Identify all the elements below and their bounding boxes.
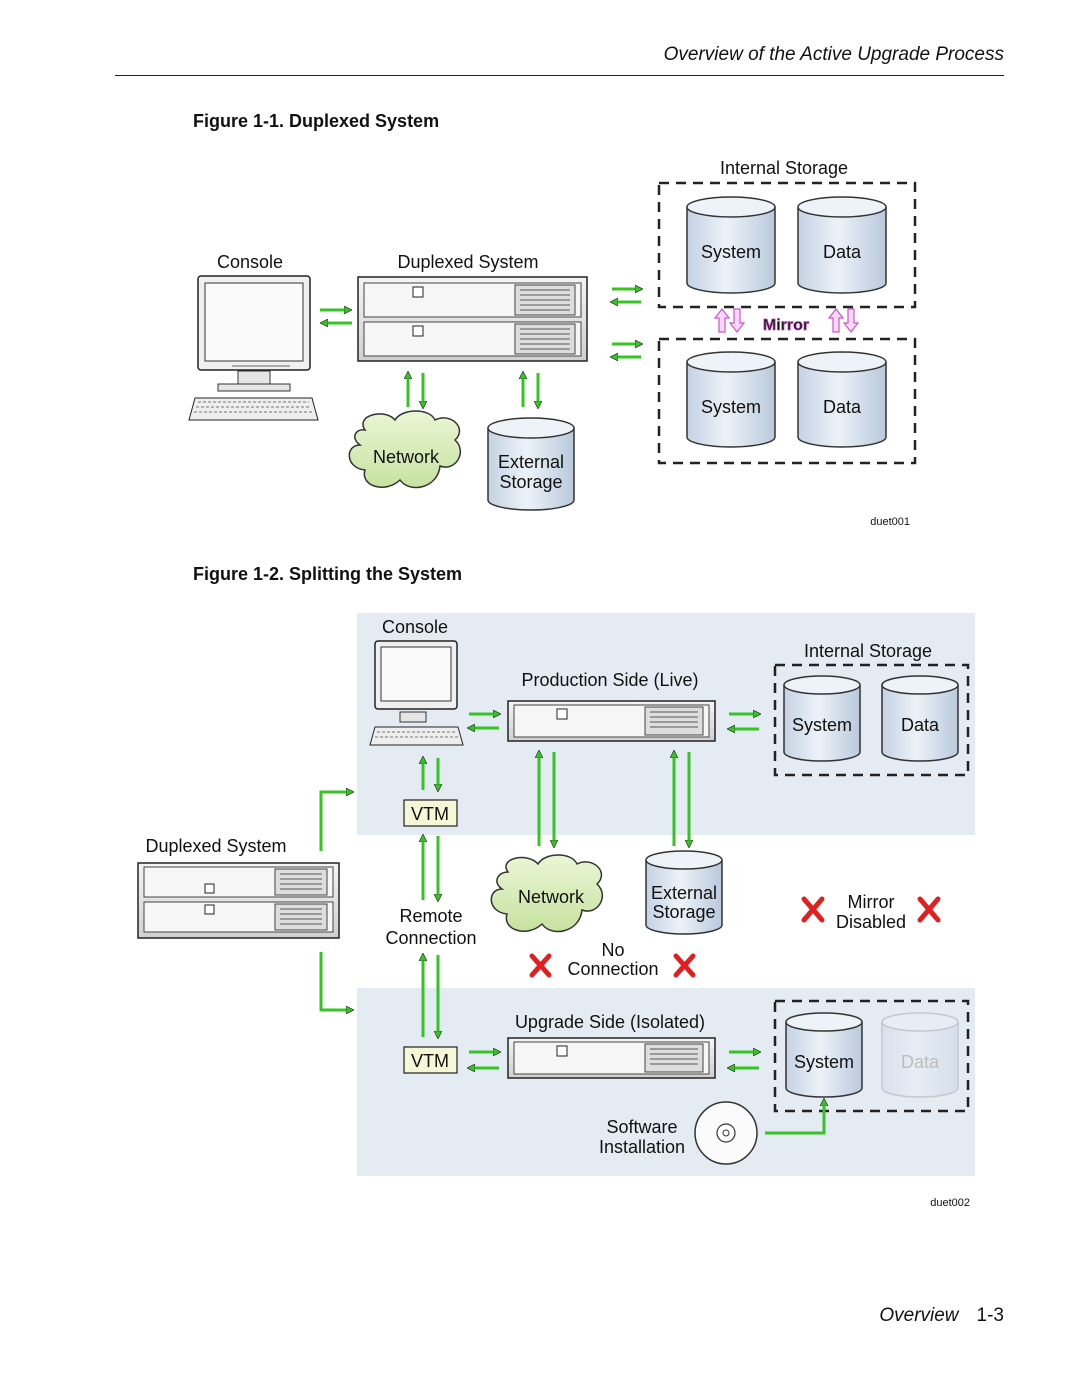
- no-label: No: [601, 940, 624, 960]
- disk-system-label-bottom-1: System: [701, 397, 761, 417]
- connection-label: Connection: [385, 928, 476, 948]
- figure-2-caption: Figure 1-2. Splitting the System: [193, 564, 463, 584]
- cross-icon-connection-left: [529, 953, 552, 978]
- disk-system-top-1: [686, 196, 776, 294]
- console-label-1: Console: [217, 252, 283, 272]
- arrows-console-system-1: [320, 310, 352, 323]
- disk-data-label-bottom-1: Data: [823, 397, 862, 417]
- disk-data-upgrade-faded: [881, 1012, 959, 1098]
- upgrade-panel: [357, 988, 975, 1176]
- upgrade-side-label: Upgrade Side (Isolated): [515, 1012, 705, 1032]
- cd-disc-icon: [694, 1101, 758, 1165]
- vtm-label-top: VTM: [411, 804, 449, 824]
- cross-icon-mirror-left: [801, 896, 825, 923]
- network-cloud-2: [490, 854, 603, 933]
- console-label-2: Console: [382, 617, 448, 637]
- mirror-arrows: [713, 308, 860, 333]
- cross-icon-mirror-right: [917, 896, 941, 923]
- production-side-label: Production Side (Live): [521, 670, 698, 690]
- arrows-upgrade-storage: [729, 1052, 759, 1068]
- remote-label: Remote: [399, 906, 462, 926]
- disk-data-label-top-1: Data: [823, 242, 862, 262]
- duplexed-system-label-2: Duplexed System: [145, 836, 286, 856]
- arrows-remote-connection: [423, 836, 438, 1037]
- network-label-2: Network: [518, 887, 585, 907]
- running-header: Overview of the Active Upgrade Process: [663, 44, 1004, 65]
- figure-1-caption: Figure 1-1. Duplexed System: [193, 111, 440, 131]
- upgrade-server: [507, 1037, 716, 1079]
- disk-data-top-1: [797, 196, 887, 294]
- mirror-label: Mirror: [763, 317, 809, 334]
- internal-storage-box-production: [773, 663, 970, 777]
- arrow-cd-to-system: [765, 1100, 824, 1135]
- storage-label-2: Storage: [652, 902, 715, 922]
- no-connection-label: Connection: [567, 959, 658, 979]
- external-label-2: External: [651, 883, 717, 903]
- cross-icon-connection-right: [673, 953, 696, 978]
- network-cloud-1: [348, 410, 461, 489]
- mirror-disabled-line1: Mirror: [848, 892, 895, 912]
- production-server: [507, 700, 716, 742]
- arrows-vtm-upgrade: [469, 1052, 499, 1068]
- disk-data-label-production: Data: [901, 715, 940, 735]
- vtm-box-top: [403, 799, 458, 827]
- duplexed-system-2: [137, 862, 340, 939]
- console-computer-1: [188, 275, 319, 421]
- page-number: 1-3: [976, 1305, 1004, 1326]
- footer-section: Overview: [879, 1305, 959, 1326]
- software-label: Software: [606, 1117, 677, 1137]
- disk-system-production: [783, 675, 861, 762]
- internal-storage-box-top-1: [657, 181, 917, 309]
- arrows-console-production: [469, 714, 499, 728]
- external-storage-cylinder-2: [645, 850, 723, 935]
- disk-data-label-upgrade: Data: [901, 1052, 940, 1072]
- installation-label: Installation: [599, 1137, 685, 1157]
- disk-system-label-upgrade: System: [794, 1052, 854, 1072]
- page-footer: Overview 1-3: [800, 1305, 1004, 1327]
- internal-storage-label-2: Internal Storage: [804, 641, 932, 661]
- mirror-disabled-line2: Disabled: [836, 912, 906, 932]
- disk-data-production: [881, 675, 959, 762]
- internal-storage-label-1: Internal Storage: [720, 158, 848, 178]
- disk-system-bottom-1: [686, 351, 776, 448]
- arrows-system-storage-1: [612, 289, 641, 357]
- disk-system-label-production: System: [792, 715, 852, 735]
- network-label-1: Network: [373, 447, 440, 467]
- vtm-label-bottom: VTM: [411, 1051, 449, 1071]
- arrows-production-storage: [729, 714, 759, 729]
- disk-data-bottom-1: [797, 351, 887, 448]
- duplexed-system-label-1: Duplexed System: [397, 252, 538, 272]
- duplexed-system-1: [357, 276, 588, 362]
- arrows-system-network-1: [408, 373, 538, 407]
- storage-label-1: Storage: [499, 472, 562, 492]
- internal-storage-box-bottom-1: [657, 337, 917, 465]
- internal-storage-box-upgrade: [773, 999, 970, 1113]
- disk-system-label-top-1: System: [701, 242, 761, 262]
- console-computer-2: [369, 640, 464, 746]
- header-rule: [115, 75, 1004, 76]
- arrows-duplexed-to-sides: [319, 792, 352, 1010]
- vtm-box-bottom: [403, 1046, 458, 1074]
- arrows-console-vtm: [423, 758, 438, 790]
- figure-2-id: duet002: [930, 1197, 970, 1209]
- disk-system-upgrade: [785, 1012, 863, 1098]
- external-label-1: External: [498, 452, 564, 472]
- arrows-production-network: [539, 752, 689, 846]
- external-storage-cylinder-1: [487, 417, 575, 511]
- figure-1-id: duet001: [870, 516, 910, 528]
